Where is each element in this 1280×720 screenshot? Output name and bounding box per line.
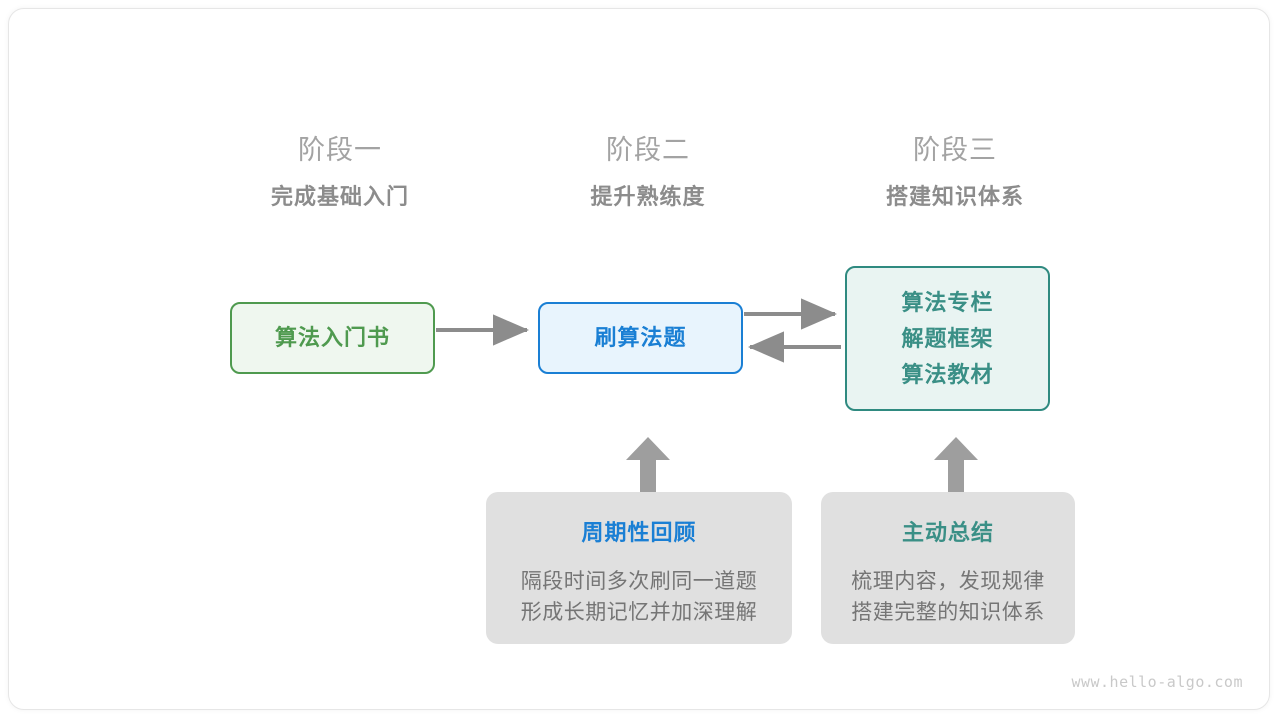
watermark-url: www.hello-algo.com [1071, 673, 1243, 691]
stage-title: 搭建知识体系 [885, 184, 1024, 209]
note-body-line: 形成长期记忆并加深理解 [520, 601, 758, 624]
node-knowledge-system[interactable]: 算法专栏 解题框架 算法教材 [845, 266, 1050, 411]
stage-header-3: 阶段三 搭建知识体系 [825, 132, 1085, 214]
note-body-line: 搭建完整的知识体系 [851, 601, 1045, 624]
stage-title: 完成基础入门 [270, 184, 409, 209]
note-body-line: 梳理内容，发现规律 [851, 570, 1045, 593]
note-active-summary[interactable]: 主动总结 梳理内容，发现规律 搭建完整的知识体系 [821, 492, 1075, 644]
stage-number: 阶段二 [606, 135, 690, 165]
stage-header-2: 阶段二 提升熟练度 [518, 132, 778, 214]
stage-number: 阶段三 [913, 135, 997, 165]
note-periodic-review[interactable]: 周期性回顾 隔段时间多次刷同一道题 形成长期记忆并加深理解 [486, 492, 792, 644]
diagram-canvas: 阶段一 完成基础入门 阶段二 提升熟练度 阶段三 搭建知识体系 算法入门书 刷算… [8, 8, 1270, 710]
node-label-line: 算法专栏 [901, 289, 994, 315]
note-title: 主动总结 [901, 520, 994, 545]
arrow-review-to-practice [626, 437, 670, 493]
note-body-line: 隔段时间多次刷同一道题 [520, 570, 758, 593]
node-label-line: 解题框架 [901, 325, 994, 351]
node-label-line: 算法教材 [901, 361, 994, 387]
note-body: 隔段时间多次刷同一道题 形成长期记忆并加深理解 [521, 566, 758, 628]
note-title: 周期性回顾 [581, 520, 697, 545]
stage-number: 阶段一 [298, 135, 382, 165]
note-body: 梳理内容，发现规律 搭建完整的知识体系 [851, 566, 1045, 628]
stage-header-1: 阶段一 完成基础入门 [210, 132, 470, 214]
arrow-summary-to-system [934, 437, 978, 493]
stage-title: 提升熟练度 [590, 184, 706, 209]
node-label-line: 算法入门书 [274, 325, 390, 350]
node-label-line: 刷算法题 [594, 325, 687, 350]
node-practice-problems[interactable]: 刷算法题 [538, 302, 743, 374]
node-algorithm-intro-book[interactable]: 算法入门书 [230, 302, 435, 374]
